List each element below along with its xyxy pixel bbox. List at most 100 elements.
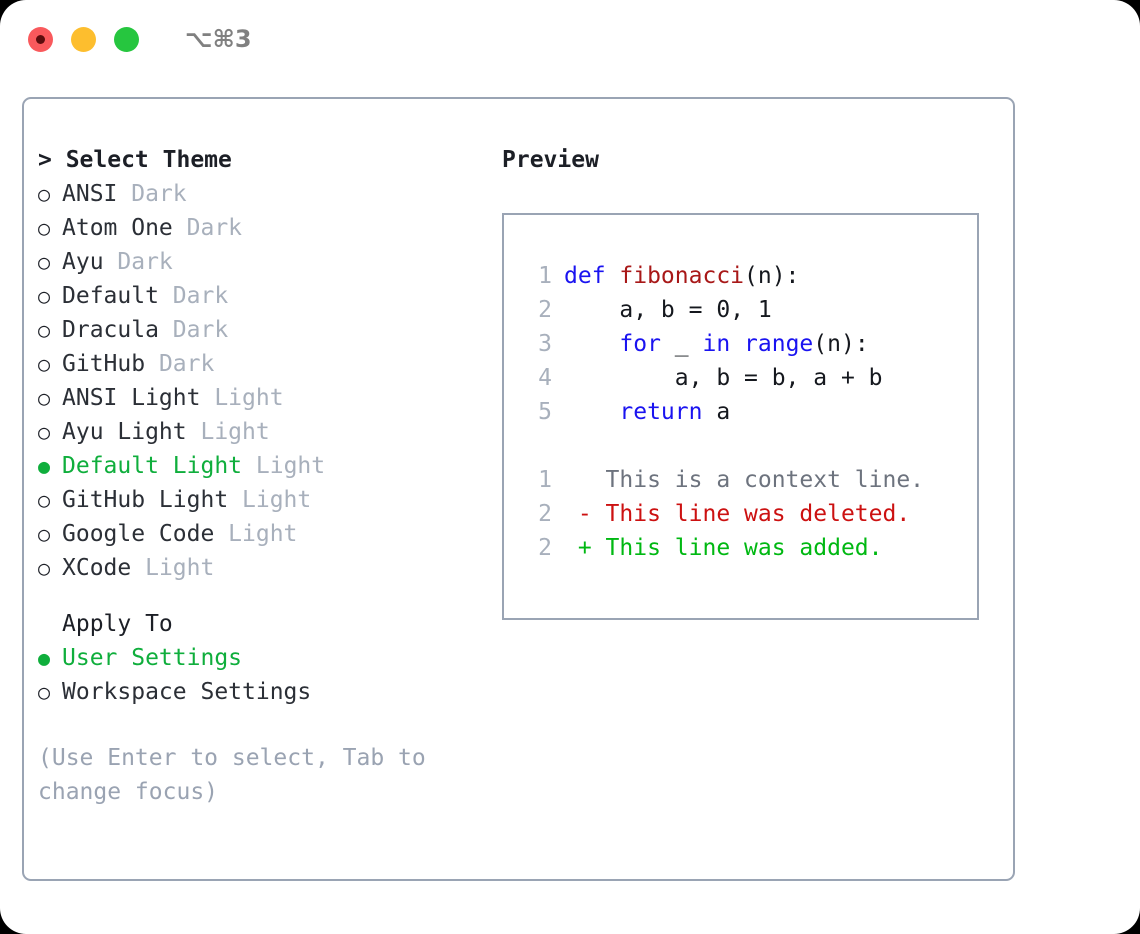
apply-to-option-label: User Settings (62, 645, 243, 671)
apply-to-option-label: Workspace Settings (62, 679, 312, 705)
diff-line: 2 + This line was added. (522, 531, 977, 565)
theme-option-ansi-light[interactable]: ○ANSI Light Light (38, 381, 488, 415)
line-number: 4 (538, 365, 552, 391)
line-content: a, b = b, a + b (564, 361, 883, 395)
line-number: 5 (538, 399, 552, 425)
apply-to-section: Apply To ● User Settings ○ Workspace Settin… (38, 607, 488, 709)
token-txt: a, b = 0, 1 (564, 297, 772, 323)
code-line: 1 def fibonacci(n): (522, 259, 977, 293)
radio-selected-icon: ● (38, 646, 51, 670)
token-txt (564, 331, 619, 357)
theme-option-label: Default Light (62, 453, 256, 479)
line-content: for _ in range(n): (564, 327, 868, 361)
preview-header: Preview (502, 147, 599, 173)
line-number: 1 (538, 467, 552, 493)
line-number: 2 (538, 501, 552, 527)
radio-unselected-icon: ○ (38, 420, 51, 444)
theme-option-tag: Dark (117, 249, 173, 275)
line-content: return a (564, 395, 730, 429)
diff-line: 2 - This line was deleted. (522, 497, 977, 531)
minimize-button[interactable] (71, 26, 96, 52)
token-ctx: This is a context line. (564, 467, 925, 493)
theme-option-label: Dracula (62, 317, 173, 343)
token-txt: a, b = b, a + b (564, 365, 883, 391)
theme-option-tag: Dark (131, 181, 187, 207)
theme-option-label: GitHub Light (62, 487, 243, 513)
token-txt: _ (660, 331, 703, 357)
theme-list[interactable]: ○ANSI Dark○Atom One Dark○Ayu Dark○Defaul… (38, 177, 488, 585)
theme-option-label: Ayu (62, 249, 118, 275)
theme-option-tag: Light (214, 385, 284, 411)
token-kw: def (564, 263, 620, 289)
token-fn: fibonacci (619, 263, 745, 289)
apply-to-option-workspace-settings[interactable]: ○ Workspace Settings (38, 675, 488, 709)
radio-unselected-icon: ○ (38, 522, 51, 546)
radio-unselected-icon: ○ (38, 284, 51, 308)
theme-option-google-code[interactable]: ○Google Code Light (38, 517, 488, 551)
diff-line: 1 This is a context line. (522, 463, 977, 497)
maximize-button[interactable] (114, 26, 139, 52)
apply-to-header: Apply To (62, 611, 173, 637)
radio-unselected-icon: ○ (38, 352, 51, 376)
line-number: 3 (538, 331, 552, 357)
theme-option-tag: Light (255, 453, 326, 479)
theme-option-ayu-light[interactable]: ○Ayu Light Light (38, 415, 488, 449)
radio-unselected-icon: ○ (38, 216, 51, 240)
theme-option-label: ANSI (62, 181, 132, 207)
theme-option-label: XCode (62, 555, 146, 581)
code-line: 3 for _ in range(n): (522, 327, 977, 361)
code-line: 4 a, b = b, a + b (522, 361, 977, 395)
line-content: def fibonacci(n): (564, 259, 799, 293)
theme-option-tag: Light (145, 555, 215, 581)
theme-option-ansi[interactable]: ○ANSI Dark (38, 177, 488, 211)
line-content: a, b = 0, 1 (564, 293, 772, 327)
theme-option-default[interactable]: ○ Default Dark (38, 279, 488, 313)
apply-to-option-user-settings[interactable]: ● User Settings (38, 641, 488, 675)
close-icon (36, 34, 45, 44)
theme-option-github[interactable]: ○GitHub Dark (38, 347, 488, 381)
theme-option-ayu[interactable]: ○Ayu Dark (38, 245, 488, 279)
theme-option-xcode[interactable]: ○ XCode Light (38, 551, 488, 585)
apply-to-list[interactable]: ● User Settings ○ Workspace Settings (38, 641, 488, 709)
theme-option-default-light[interactable]: ● Default Light Light (38, 449, 488, 483)
code-diff-spacer (522, 429, 977, 463)
token-del: - This line was deleted. (564, 501, 911, 527)
code-line: 5 return a (522, 395, 977, 429)
line-content: This is a context line. (564, 463, 925, 497)
code-line: 2 a, b = 0, 1 (522, 293, 977, 327)
theme-option-tag: Dark (172, 283, 229, 309)
title-bar: ⌥⌘3 (0, 0, 1140, 78)
radio-unselected-icon: ○ (38, 680, 51, 704)
theme-option-label: GitHub (62, 351, 159, 377)
line-number: 2 (538, 535, 552, 561)
radio-unselected-icon: ○ (38, 556, 51, 580)
line-content: + This line was added. (564, 531, 883, 565)
close-button[interactable] (28, 26, 53, 52)
radio-unselected-icon: ○ (38, 488, 51, 512)
radio-unselected-icon: ○ (38, 318, 51, 342)
theme-option-tag: Light (200, 419, 270, 445)
theme-option-label: Default (62, 283, 173, 309)
token-kw: for (619, 331, 661, 357)
theme-option-tag: Light (228, 521, 298, 547)
theme-option-tag: Light (242, 487, 312, 513)
theme-option-tag: Dark (172, 317, 229, 343)
line-number: 2 (538, 297, 552, 323)
theme-option-atom-one[interactable]: ○Atom One Dark (38, 211, 488, 245)
keyboard-hint-text: (Use Enter to select, Tab to change focu… (38, 745, 426, 805)
line-content: - This line was deleted. (564, 497, 910, 531)
theme-option-dracula[interactable]: ○ Dracula Dark (38, 313, 488, 347)
select-theme-header: > Select Theme (38, 147, 232, 173)
theme-option-github-light[interactable]: ○ GitHub Light Light (38, 483, 488, 517)
line-number: 1 (538, 263, 552, 289)
token-txt (564, 399, 619, 425)
token-kw: in (702, 331, 731, 357)
token-txt: a (702, 399, 731, 425)
radio-selected-icon: ● (38, 454, 51, 478)
theme-option-tag: Dark (186, 215, 243, 241)
token-kw: range (744, 331, 814, 357)
